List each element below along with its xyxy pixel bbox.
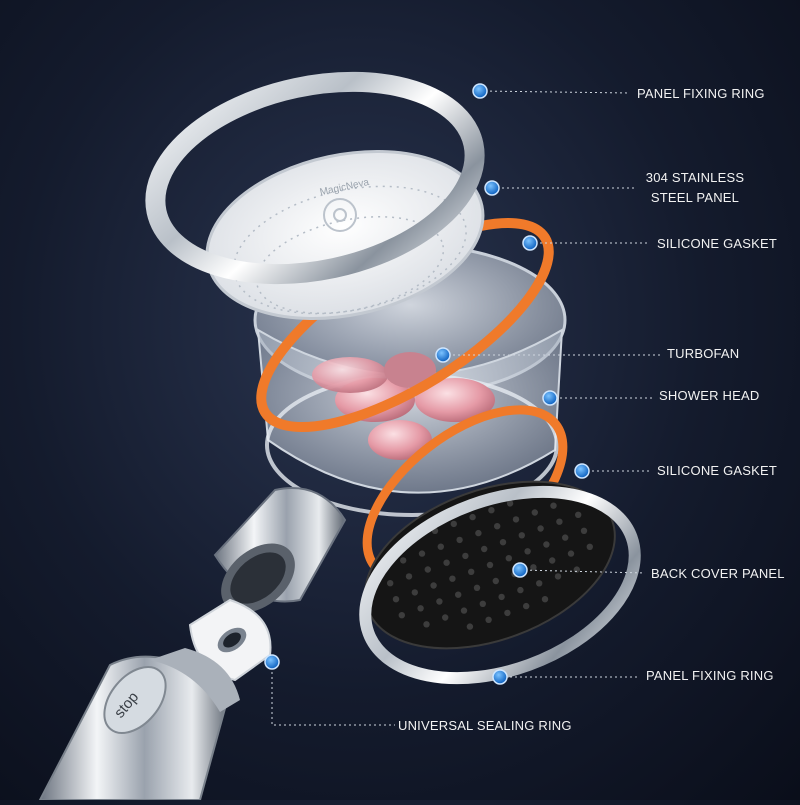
marker-back-cover-panel [512, 562, 528, 578]
spray-hole [481, 545, 488, 553]
spray-hole [556, 518, 563, 525]
spray-hole [460, 607, 468, 614]
spray-hole [405, 573, 413, 580]
marker-shower-head [542, 390, 558, 406]
spray-hole [512, 516, 520, 523]
spray-hole [492, 577, 499, 585]
label-steel-panel: 304 STAINLESS STEEL PANEL [645, 170, 745, 205]
spray-hole [567, 550, 575, 557]
shower-handle: stop [38, 648, 240, 801]
marker-panel-fixing-ring-bottom [492, 669, 508, 685]
spray-hole [499, 539, 507, 546]
spray-hole [479, 600, 486, 607]
spray-hole [488, 507, 495, 514]
spray-hole [586, 543, 593, 550]
spray-hole [424, 566, 431, 573]
spray-hole [400, 557, 407, 564]
label-panel-fixing-ring-top: PANEL FIXING RING [637, 86, 765, 101]
label-turbofan: TURBOFAN [667, 346, 740, 361]
spray-hole [418, 550, 426, 557]
spray-hole [455, 591, 462, 598]
spray-hole [575, 511, 582, 518]
spray-hole [436, 598, 443, 605]
spray-hole [442, 614, 449, 621]
spray-hole [475, 529, 482, 537]
connector-nut [213, 487, 347, 613]
spray-hole [387, 580, 394, 587]
marker-turbofan [435, 347, 451, 363]
spray-hole [473, 584, 481, 591]
spray-hole [530, 564, 537, 571]
spray-hole [443, 559, 450, 566]
spray-hole [523, 602, 530, 610]
marker-steel-panel [484, 180, 500, 196]
spray-hole [549, 557, 556, 564]
panel-fixing-ring-top [145, 71, 485, 285]
label-back-cover-panel: BACK COVER PANEL [651, 566, 785, 581]
spray-hole [506, 500, 514, 507]
label-universal-sealing-ring: UNIVERSAL SEALING RING [398, 718, 572, 733]
spray-hole [469, 513, 476, 521]
spray-hole [486, 561, 494, 569]
spray-hole [456, 536, 463, 544]
label-silicone-gasket-bottom: SILICONE GASKET [657, 463, 778, 478]
spray-hole [504, 609, 511, 617]
spray-hole [494, 523, 501, 530]
marker-silicone-gasket-top [522, 235, 538, 251]
spray-hole [392, 596, 400, 603]
spray-hole [580, 527, 588, 534]
marker-universal-sealing-ring [264, 654, 280, 670]
leader-lines [271, 90, 660, 726]
turbofan-blades [312, 352, 495, 460]
label-silicone-gasket-top: SILICONE GASKET [657, 236, 778, 251]
marker-silicone-gasket-bottom [574, 463, 590, 479]
spray-hole [543, 541, 550, 548]
spray-hole [417, 605, 424, 612]
spray-hole [466, 623, 474, 630]
spray-hole [524, 548, 531, 555]
spray-hole [517, 586, 524, 594]
spray-hole [449, 575, 456, 582]
marker-panel-fixing-ring-top [472, 83, 488, 99]
spray-hole [462, 552, 469, 560]
panel-fixing-ring-bottom [359, 485, 641, 685]
spray-hole [485, 616, 492, 623]
spray-hole [450, 520, 457, 528]
spray-hole [411, 589, 418, 596]
spray-hole [531, 509, 538, 516]
spray-hole [398, 612, 405, 619]
part-markers [264, 83, 590, 685]
spray-hole [518, 532, 525, 539]
spray-hole [437, 543, 444, 550]
spray-hole [468, 568, 475, 575]
label-shower-head: SHOWER HEAD [659, 388, 760, 403]
spray-hole [505, 555, 512, 562]
spray-hole [423, 621, 430, 628]
label-panel-fixing-ring-bottom: PANEL FIXING RING [646, 668, 774, 683]
spray-hole [554, 573, 562, 580]
spray-hole [541, 596, 549, 603]
spray-hole [430, 582, 437, 589]
spray-hole [498, 593, 505, 601]
spray-hole [536, 580, 543, 587]
spray-hole [562, 534, 569, 541]
spray-hole [550, 502, 557, 509]
spray-hole [537, 525, 544, 532]
